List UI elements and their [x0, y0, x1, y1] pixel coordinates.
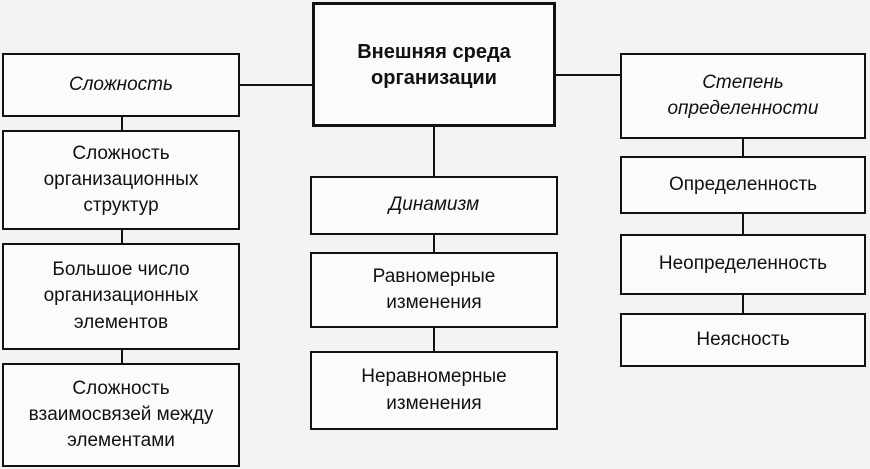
middle-branch-item-1: Равномерные изменения — [310, 252, 558, 328]
right-branch-header: Степень определенности — [620, 53, 866, 139]
connector-middle-header-to-item-1 — [433, 235, 435, 252]
connector-root-to-middle — [433, 127, 435, 176]
root-node: Внешняя среда организации — [312, 2, 556, 127]
left-branch-item-3: Сложность взаимосвязей между элементами — [2, 363, 240, 467]
connector-middle-item-1-to-item-2 — [433, 328, 435, 351]
left-branch-header: Сложность — [2, 53, 240, 117]
connector-root-to-right — [556, 74, 620, 76]
left-branch-item-2: Большое число организационных элементов — [2, 243, 240, 350]
connector-right-header-to-item-1 — [742, 139, 744, 156]
middle-branch-header: Динамизм — [310, 176, 558, 235]
right-branch-item-3: Неясность — [620, 313, 866, 367]
middle-branch-item-2: Неравномерные изменения — [310, 351, 558, 430]
connector-root-to-left — [240, 84, 312, 86]
right-branch-item-2: Неопределенность — [620, 234, 866, 295]
connector-right-item-2-to-item-3 — [742, 295, 744, 313]
connector-right-item-1-to-item-2 — [742, 214, 744, 234]
connector-left-header-to-item-1 — [121, 117, 123, 130]
connector-left-item-1-to-item-2 — [121, 230, 123, 243]
left-branch-item-1: Сложность организационных структур — [2, 130, 240, 230]
connector-left-item-2-to-item-3 — [121, 350, 123, 363]
right-branch-item-1: Определенность — [620, 156, 866, 214]
